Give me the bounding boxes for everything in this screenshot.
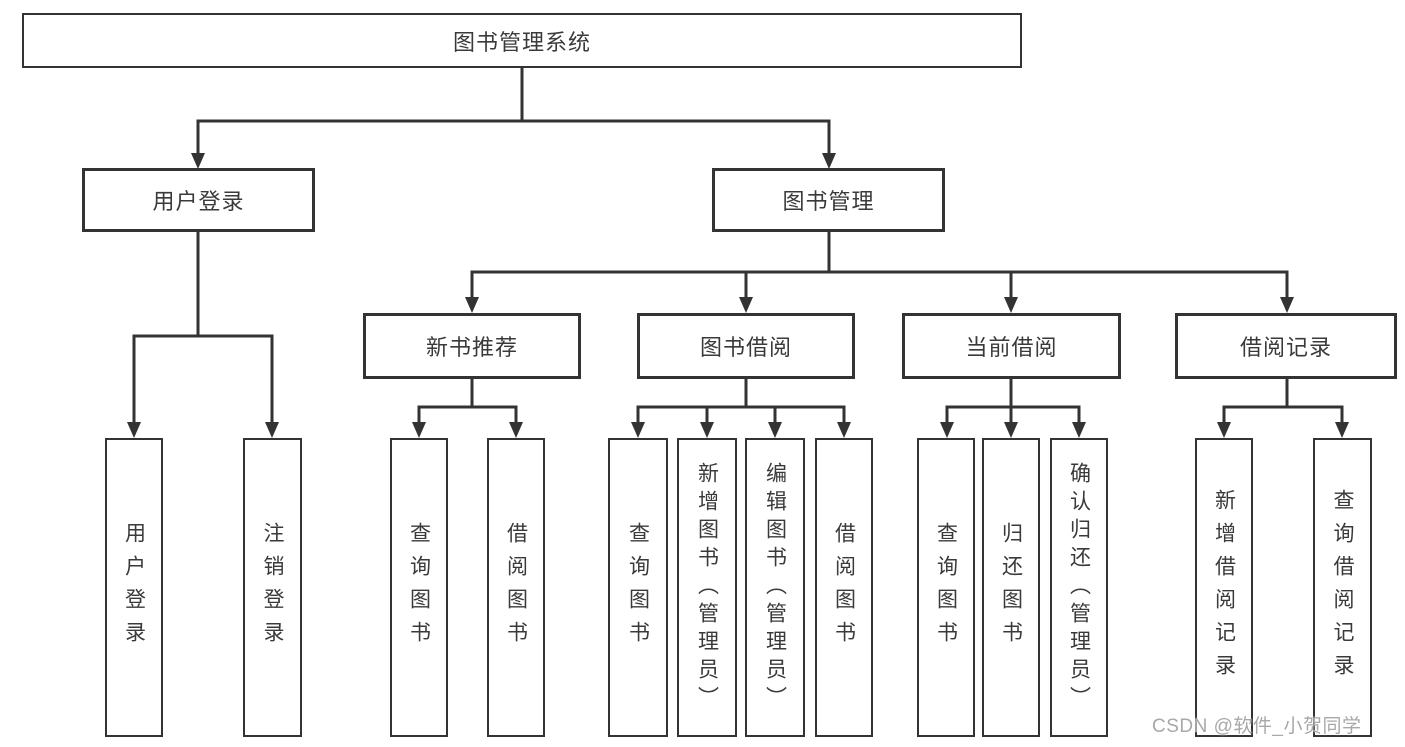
connector-current-borrowing-to-children: [940, 377, 1086, 438]
connector-borrowing-records-to-children: [1217, 377, 1349, 438]
node-book-borrowing: 图书借阅: [637, 313, 855, 379]
node-label: 当前借阅: [965, 335, 1058, 360]
node-label: 借阅图书: [832, 521, 856, 654]
node-label: 借阅记录: [1239, 335, 1332, 360]
node-library-management-system: 图书管理系统: [22, 13, 1022, 68]
node-query-books-borrowing: 查询图书: [608, 438, 668, 737]
node-label: 图书管理: [782, 189, 875, 214]
connector-user-login-to-children: [127, 230, 279, 438]
node-borrow-books-recommend: 借阅图书: [487, 438, 545, 737]
node-label: 新增图书（管理员）: [695, 461, 719, 714]
node-label: 查询借阅记录: [1331, 488, 1354, 687]
node-borrow-books-leaf: 借阅图书: [815, 438, 873, 737]
node-add-books-admin: 新增图书（管理员）: [677, 438, 737, 737]
node-query-books-recommend: 查询图书: [390, 438, 448, 737]
node-label: 归还图书: [999, 521, 1023, 654]
node-label: 借阅图书: [504, 521, 528, 654]
node-confirm-return-admin: 确认归还（管理员）: [1050, 438, 1108, 737]
node-label: 确认归还（管理员）: [1067, 461, 1091, 714]
node-label: 查询图书: [626, 521, 650, 654]
node-label: 用户登录: [122, 521, 146, 654]
node-user-login-leaf: 用户登录: [105, 438, 163, 737]
connector-book-management-to-level3: [465, 230, 1294, 313]
node-user-login: 用户登录: [82, 168, 315, 232]
node-add-borrowing-record: 新增借阅记录: [1195, 438, 1253, 737]
node-label: 编辑图书（管理员）: [763, 461, 787, 714]
node-borrowing-records: 借阅记录: [1175, 313, 1397, 379]
node-current-borrowing: 当前借阅: [902, 313, 1121, 379]
node-label: 查询图书: [934, 521, 958, 654]
node-return-books: 归还图书: [982, 438, 1040, 737]
node-book-management: 图书管理: [712, 168, 945, 232]
node-label: 图书管理系统: [452, 29, 591, 55]
csdn-watermark: CSDN @软件_小贺同学: [1152, 716, 1362, 737]
node-label: 新书推荐: [425, 335, 518, 360]
node-label: 查询图书: [407, 521, 431, 654]
node-label: 新增借阅记录: [1212, 488, 1236, 687]
node-logout: 注销登录: [243, 438, 302, 737]
node-query-books-current: 查询图书: [917, 438, 975, 737]
connector-root-to-level2: [191, 66, 836, 169]
node-new-book-recommendation: 新书推荐: [363, 313, 581, 379]
connector-new-book-recommendation-to-children: [412, 377, 523, 438]
node-edit-books-admin: 编辑图书（管理员）: [745, 438, 805, 737]
node-label: 注销登录: [261, 521, 284, 654]
connector-book-borrowing-to-children: [631, 377, 851, 438]
node-query-borrowing-record: 查询借阅记录: [1313, 438, 1372, 737]
node-label: 用户登录: [152, 189, 245, 214]
node-label: 图书借阅: [699, 335, 792, 360]
